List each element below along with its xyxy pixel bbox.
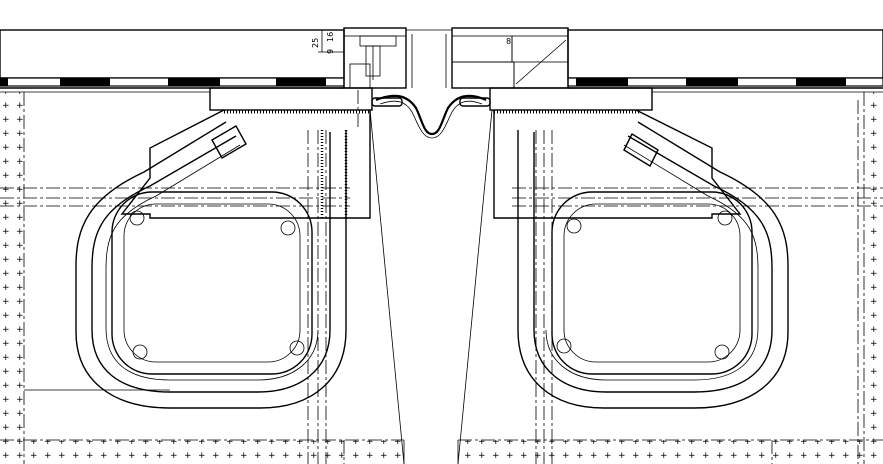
concrete-left-edge bbox=[0, 92, 25, 464]
longitudinal-rebar-lines bbox=[0, 100, 883, 464]
rebar-dot-right-1 bbox=[566, 218, 582, 234]
anchor-body-right bbox=[493, 109, 742, 219]
rebar-dot-left-4 bbox=[289, 340, 305, 356]
joint-opening-lines bbox=[357, 90, 493, 464]
dimension-label-25: 25 bbox=[311, 38, 320, 48]
base-plate-right bbox=[489, 87, 653, 111]
rebar-loop-left bbox=[75, 121, 348, 409]
rebar-dot-left-1 bbox=[129, 210, 145, 226]
concrete-right-edge bbox=[863, 92, 883, 464]
anchor-body-left bbox=[120, 109, 371, 219]
rubber-seal bbox=[371, 94, 491, 139]
rebar-dot-right-2 bbox=[717, 210, 733, 226]
rebar-dot-left-3 bbox=[132, 344, 148, 360]
seal-clamp-right bbox=[459, 97, 491, 107]
rebar-loop-right bbox=[517, 121, 789, 409]
waterproofing-membrane-right bbox=[567, 77, 883, 87]
dimension-label-16: 16 bbox=[326, 32, 335, 42]
seal-clamp-left bbox=[371, 97, 403, 107]
edge-profile-left bbox=[343, 27, 407, 89]
rebar-dot-right-3 bbox=[556, 338, 572, 354]
dimension-annotations: 25 9 16 8 bbox=[311, 29, 511, 54]
concrete-bottom-left bbox=[0, 439, 404, 464]
base-plate-left bbox=[209, 87, 373, 111]
dimension-label-8: 8 bbox=[506, 37, 511, 46]
rebar-dot-right-4 bbox=[714, 344, 730, 360]
rebar-dot-left-2 bbox=[280, 220, 296, 236]
deck-slab-right bbox=[567, 29, 883, 79]
concrete-bottom-right bbox=[458, 439, 883, 464]
waterproofing-membrane-left bbox=[0, 77, 345, 87]
dimension-label-9: 9 bbox=[326, 49, 335, 54]
deck-slab-left bbox=[0, 29, 345, 79]
